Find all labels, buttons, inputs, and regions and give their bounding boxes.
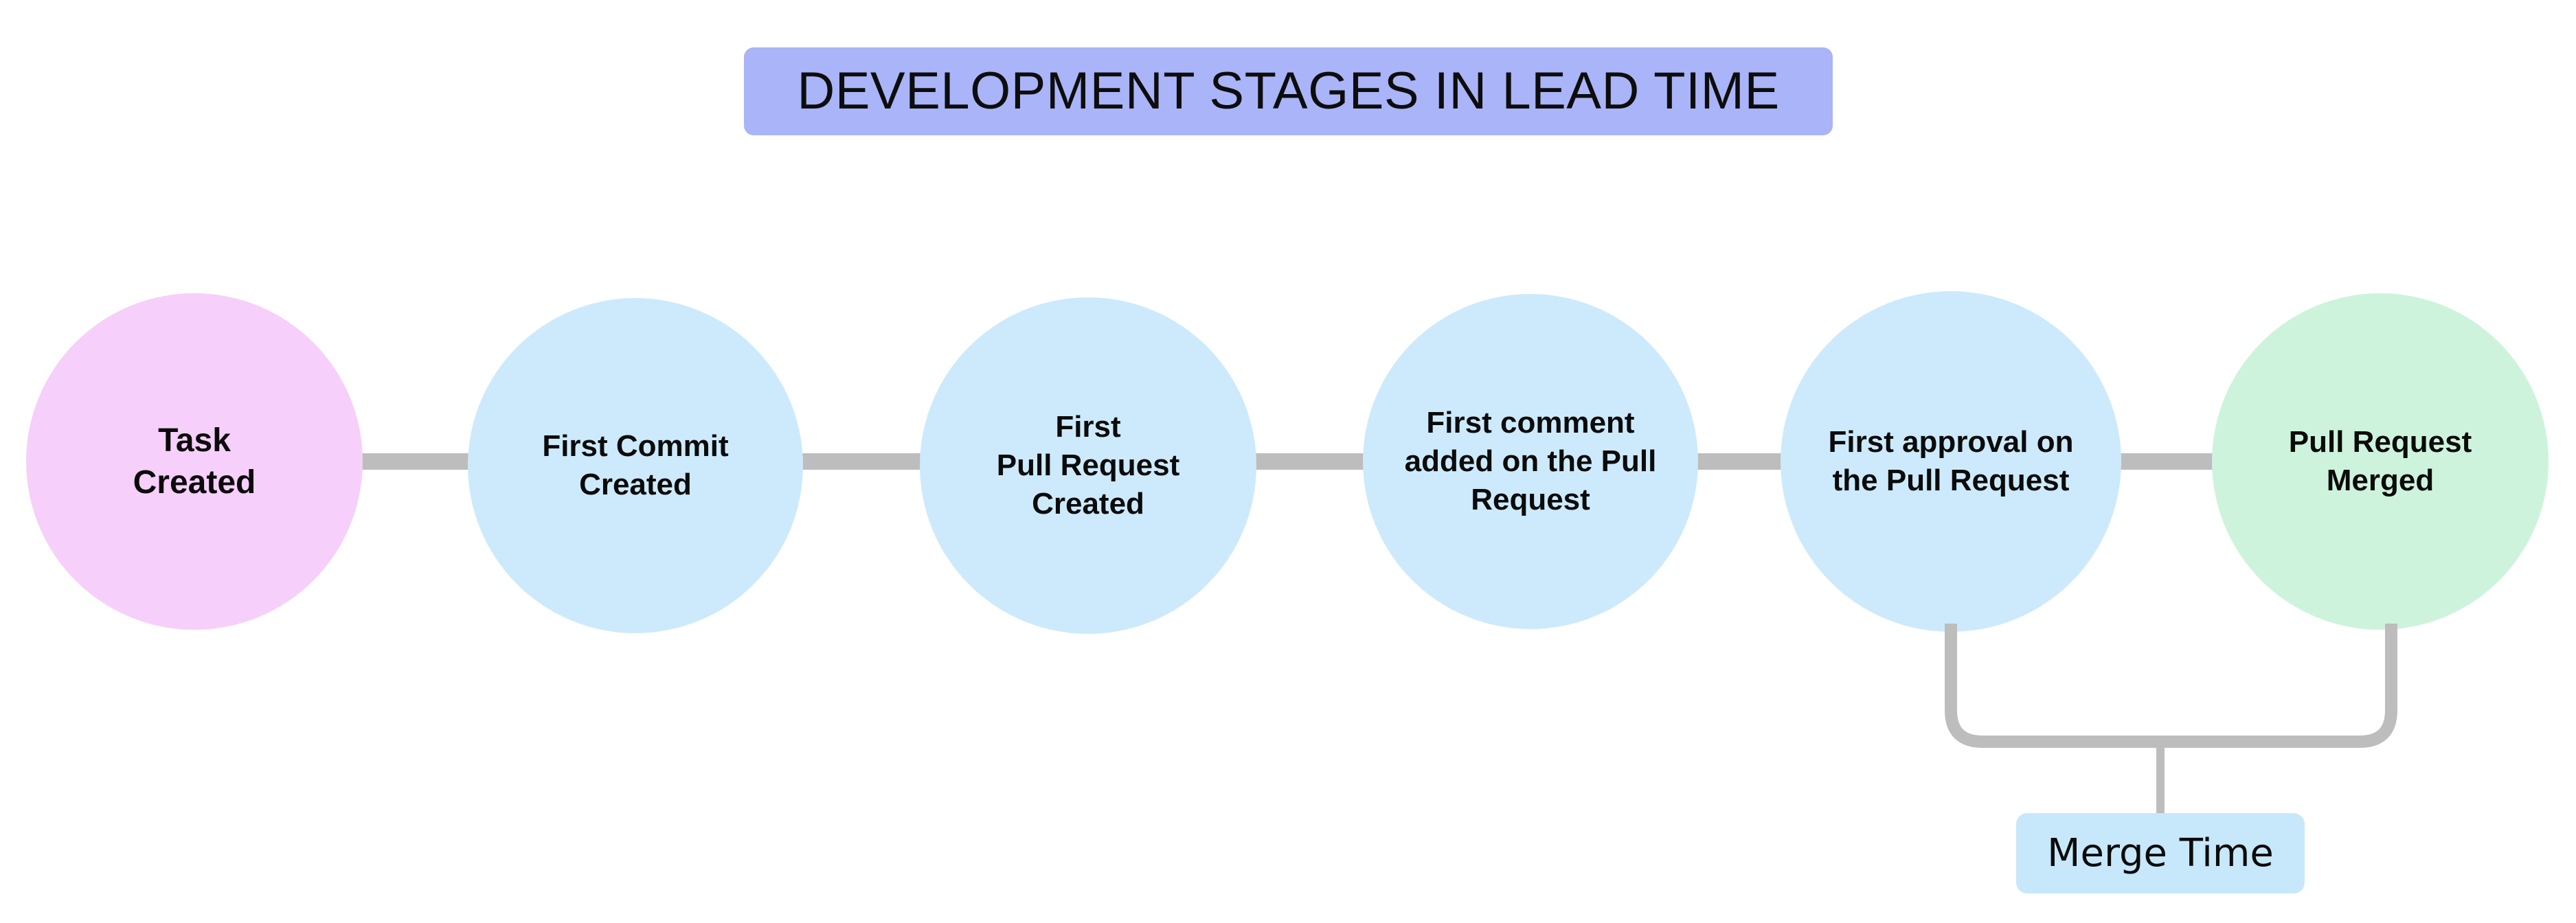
stage-node-task-created[interactable]: Task Created bbox=[26, 293, 363, 630]
connector-first-pull-request-to-first-comment bbox=[1252, 453, 1367, 470]
page-title: DEVELOPMENT STAGES IN LEAD TIME bbox=[797, 62, 1780, 120]
connector-first-commit-to-first-pull-request bbox=[800, 453, 923, 470]
stage-node-first-approval-on-pull-request[interactable]: First approval on the Pull Request bbox=[1781, 291, 2121, 632]
connector-first-approval-to-pull-request-merged bbox=[2114, 453, 2215, 470]
merge-time-label-pill[interactable]: Merge Time bbox=[2016, 813, 2305, 893]
stage-label-first-pull-request-created: First Pull Request Created bbox=[996, 409, 1180, 521]
diagram-title-banner: DEVELOPMENT STAGES IN LEAD TIME bbox=[744, 47, 1833, 135]
stage-label-first-comment-on-pull-request: First comment added on the Pull Request bbox=[1404, 405, 1657, 517]
stage-label-task-created: Task Created bbox=[133, 422, 256, 501]
stage-node-first-comment-on-pull-request[interactable]: First comment added on the Pull Request bbox=[1363, 294, 1698, 629]
stage-label-pull-request-merged: Pull Request Merged bbox=[2288, 424, 2472, 497]
connector-task-created-to-first-commit bbox=[359, 453, 470, 470]
stage-label-first-commit-created: First Commit Created bbox=[542, 429, 729, 501]
stage-node-first-commit-created[interactable]: First Commit Created bbox=[468, 298, 803, 633]
stage-label-first-approval-on-pull-request: First approval on the Pull Request bbox=[1828, 424, 2074, 497]
stage-node-first-pull-request-created[interactable]: First Pull Request Created bbox=[920, 297, 1256, 634]
connector-first-comment-to-first-approval bbox=[1693, 453, 1786, 470]
merge-time-label: Merge Time bbox=[2047, 830, 2274, 876]
stage-node-pull-request-merged[interactable]: Pull Request Merged bbox=[2212, 293, 2549, 630]
